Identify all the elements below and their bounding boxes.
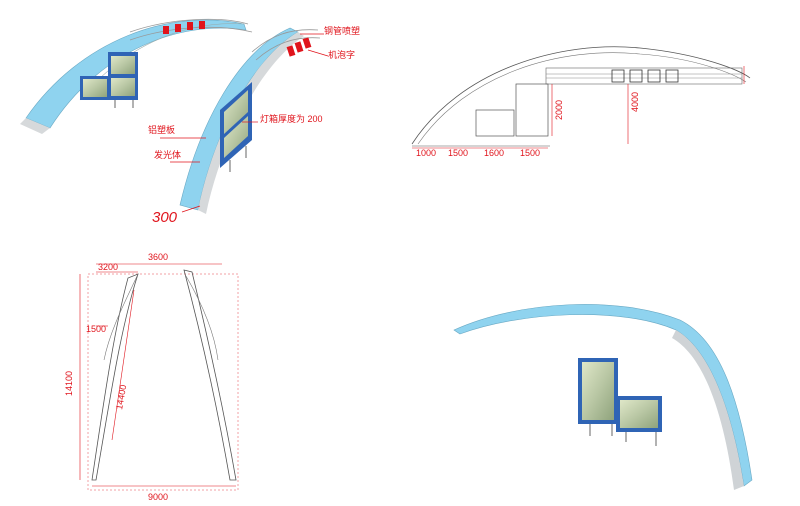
dim-3600: 3600 bbox=[148, 252, 168, 262]
dim-1600: 1600 bbox=[484, 148, 504, 158]
dim-14400: 14400 bbox=[114, 384, 128, 410]
sign-letter bbox=[611, 69, 625, 83]
label-base-width: 300 bbox=[152, 209, 178, 226]
label-steel-pipe: 钢管喷塑 bbox=[324, 25, 360, 36]
letter-block bbox=[187, 22, 193, 30]
letter-block bbox=[199, 21, 205, 29]
elevation-view: 1000 1500 1600 1500 2000 4000 bbox=[411, 46, 751, 158]
render-view bbox=[453, 304, 753, 490]
dim-14100: 14100 bbox=[64, 371, 74, 396]
label-aluminum-panel: 铝塑板 bbox=[148, 124, 175, 135]
sign-letter bbox=[647, 69, 661, 83]
letter-block bbox=[163, 26, 169, 34]
dim-3200: 3200 bbox=[98, 262, 118, 272]
letter-block bbox=[175, 24, 181, 32]
dim-1500b: 1500 bbox=[520, 148, 540, 158]
label-luminous-body: 发光体 bbox=[154, 149, 181, 160]
dim-1000: 1000 bbox=[416, 148, 436, 158]
dim-4000: 4000 bbox=[630, 92, 640, 112]
dim-1500a: 1500 bbox=[448, 148, 468, 158]
arch-left bbox=[25, 19, 247, 129]
perspective-view: 钢管喷塑 机泡字 铝塑板 灯箱厚度为 200 发光体 300 bbox=[20, 18, 360, 226]
plan-view: 3600 3200 1500 14100 14400 9000 bbox=[64, 252, 239, 502]
dim-1500: 1500 bbox=[86, 324, 106, 334]
sign-letter bbox=[629, 69, 643, 83]
label-light-bulb-text: 机泡字 bbox=[328, 49, 355, 60]
dim-2000: 2000 bbox=[554, 100, 564, 120]
box-left bbox=[475, 109, 515, 137]
label-lightbox-thickness: 灯箱厚度为 200 bbox=[260, 113, 323, 124]
dim-9000: 9000 bbox=[148, 492, 168, 502]
sign-letter bbox=[665, 69, 679, 83]
box-right bbox=[515, 83, 549, 137]
